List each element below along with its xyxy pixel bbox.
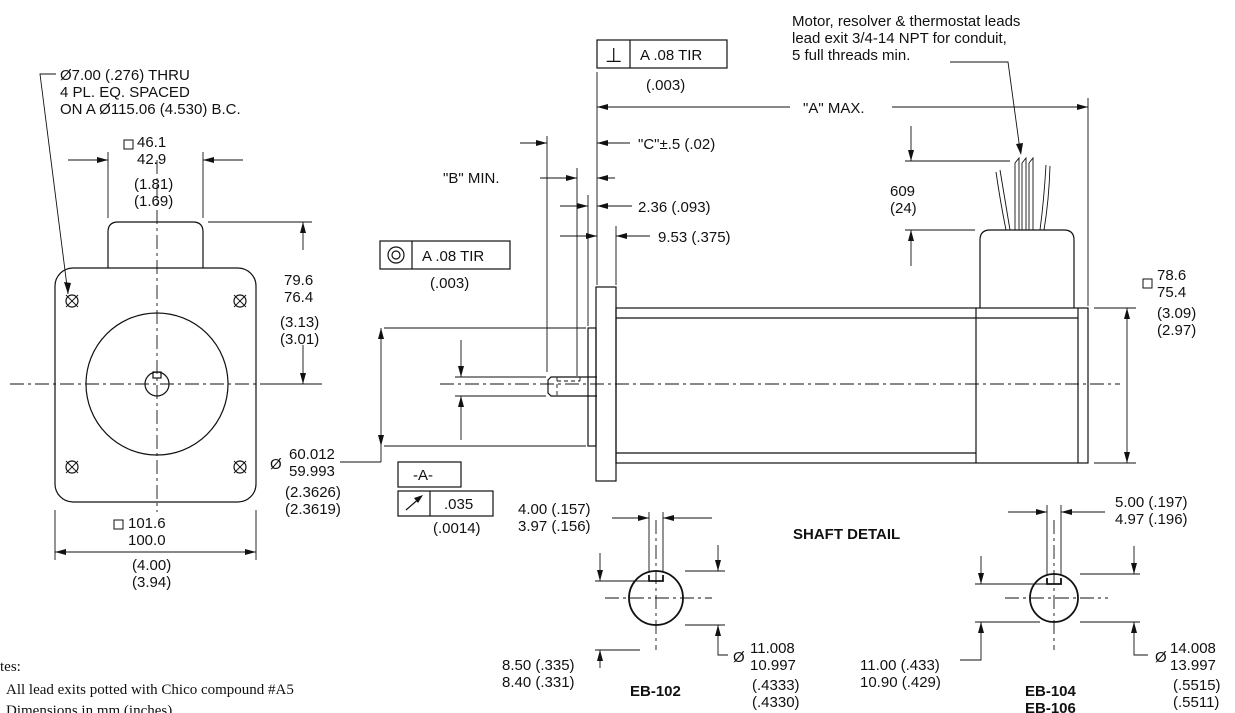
conc-tolerance: A .08 TIR [422, 248, 484, 265]
eb102-dia-3: (.4333) [752, 677, 800, 694]
side-view: ⊥ A .08 TIR (.003) Motor, resolver & the… [270, 13, 1196, 537]
pilot-circle [85, 312, 229, 456]
perpendicularity-frame [596, 39, 728, 69]
eb102-dia-2: 10.997 [750, 657, 796, 674]
dim-2-36: 2.36 (.093) [638, 199, 711, 216]
leads-len-1: 609 [890, 183, 915, 200]
body-box-2: 75.4 [1157, 284, 1186, 301]
height-dim-3: (3.13) [280, 314, 319, 331]
pilot-dia-2: 59.993 [289, 463, 335, 480]
width-dim-2: 100.0 [128, 532, 166, 549]
shaft-outline [547, 376, 597, 397]
eb104-dia-3: (.5515) [1173, 677, 1221, 694]
note-1: All lead exits potted with Chico compoun… [6, 682, 294, 698]
perp-inch: (.003) [646, 77, 685, 94]
eb102-key-depth-2: 8.40 (.331) [502, 674, 575, 691]
eb104-detail: 5.00 (.197) 4.97 (.196) 11.00 (.433) 10.… [860, 494, 1221, 713]
eb104-dia-2: 13.997 [1170, 657, 1216, 674]
motor-body-outline [615, 307, 1089, 464]
notes: tes: All lead exits potted with Chico co… [0, 659, 294, 713]
runout-value: .035 [444, 496, 473, 513]
height-dim-4: (3.01) [280, 331, 319, 348]
runout-frame [397, 490, 494, 517]
hole-note-line2: 4 PL. EQ. SPACED [60, 84, 190, 101]
c-dim: "C"±.5 (.02) [638, 136, 715, 153]
eb104-dia-symbol: Ø [1155, 649, 1167, 666]
eb104-key-width-2: 4.97 (.196) [1115, 511, 1188, 528]
eb102-key-width-1: 4.00 (.157) [518, 501, 591, 518]
front-flange-outline [54, 267, 257, 503]
top-box-dim-2: 42.9 [137, 151, 166, 168]
eb102-label: EB-102 [630, 683, 681, 700]
eb102-detail: 4.00 (.157) 3.97 (.156) 8.50 (.335) 8.40… [502, 501, 800, 711]
leads-len-2: (24) [890, 200, 917, 217]
runout-inch: (.0014) [433, 520, 481, 537]
body-box-3: (3.09) [1157, 305, 1196, 322]
concentricity-frame [379, 240, 511, 270]
shaft-detail-title: SHAFT DETAIL [793, 526, 900, 543]
a-max-dim: "A" MAX. [803, 100, 865, 117]
pilot-dia-symbol: Ø [270, 456, 282, 473]
hole-note-line1: Ø7.00 (.276) THRU [60, 67, 190, 84]
body-box-4: (2.97) [1157, 322, 1196, 339]
height-dim-1: 79.6 [284, 272, 313, 289]
width-dim-3: (4.00) [132, 557, 171, 574]
perp-tolerance: A .08 TIR [640, 47, 702, 64]
eb104-key-depth-1: 11.00 (.433) [860, 657, 940, 674]
motor-leads [995, 156, 1051, 231]
eb104-dia-4: (.5511) [1173, 694, 1219, 711]
top-box-dim-4: (1.69) [134, 193, 173, 210]
pilot-dia-1: 60.012 [289, 446, 335, 463]
leads-note-2: lead exit 3/4-14 NPT for conduit, [792, 30, 1007, 47]
eb104-key-width-1: 5.00 (.197) [1115, 494, 1188, 511]
eb102-key-depth-1: 8.50 (.335) [502, 657, 575, 674]
mounting-holes [65, 294, 247, 474]
datum-frame [397, 461, 462, 488]
body-box-1: 78.6 [1157, 267, 1186, 284]
eb104-key-depth-2: 10.90 (.429) [860, 674, 941, 691]
leads-note-3: 5 full threads min. [792, 47, 910, 64]
pilot-dia-4: (2.3619) [285, 501, 341, 518]
shaft-detail: SHAFT DETAIL 4.00 (.157) 3.97 (.156) 8.5… [502, 494, 1221, 713]
perp-symbol: ⊥ [605, 45, 622, 67]
eb102-key-width-2: 3.97 (.156) [518, 518, 591, 535]
pilot-dia-3: (2.3626) [285, 484, 341, 501]
height-dim-2: 76.4 [284, 289, 313, 306]
eb102-dia-symbol: Ø [733, 649, 745, 666]
eb104-label: EB-104 [1025, 683, 1077, 700]
eb106-label: EB-106 [1025, 700, 1076, 713]
datum-label: -A- [413, 467, 433, 484]
eb102-dia-1: 11.008 [750, 640, 795, 657]
note-2: Dimensions in mm (inches) [6, 703, 172, 713]
eb102-dia-4: (.4330) [752, 694, 800, 711]
conc-inch: (.003) [430, 275, 469, 292]
leads-note-1: Motor, resolver & thermostat leads [792, 13, 1020, 30]
pilot-outline [587, 327, 597, 447]
top-box-dim-3: (1.81) [134, 176, 173, 193]
conduit-box-outline [979, 229, 1075, 308]
hole-note-line3: ON A Ø115.06 (4.530) B.C. [60, 101, 241, 118]
connector-box-outline [107, 221, 204, 268]
b-min-dim: "B" MIN. [443, 170, 499, 187]
dim-9-53: 9.53 (.375) [658, 229, 731, 246]
width-dim-4: (3.94) [132, 574, 171, 591]
front-view: Ø7.00 (.276) THRU 4 PL. EQ. SPACED ON A … [10, 67, 322, 591]
eb104-dia-1: 14.008 [1170, 640, 1216, 657]
top-box-dim-1: 46.1 [137, 134, 166, 151]
square-symbol [123, 139, 134, 150]
width-dim-1: 101.6 [128, 515, 166, 532]
notes-header: tes: [0, 659, 21, 675]
